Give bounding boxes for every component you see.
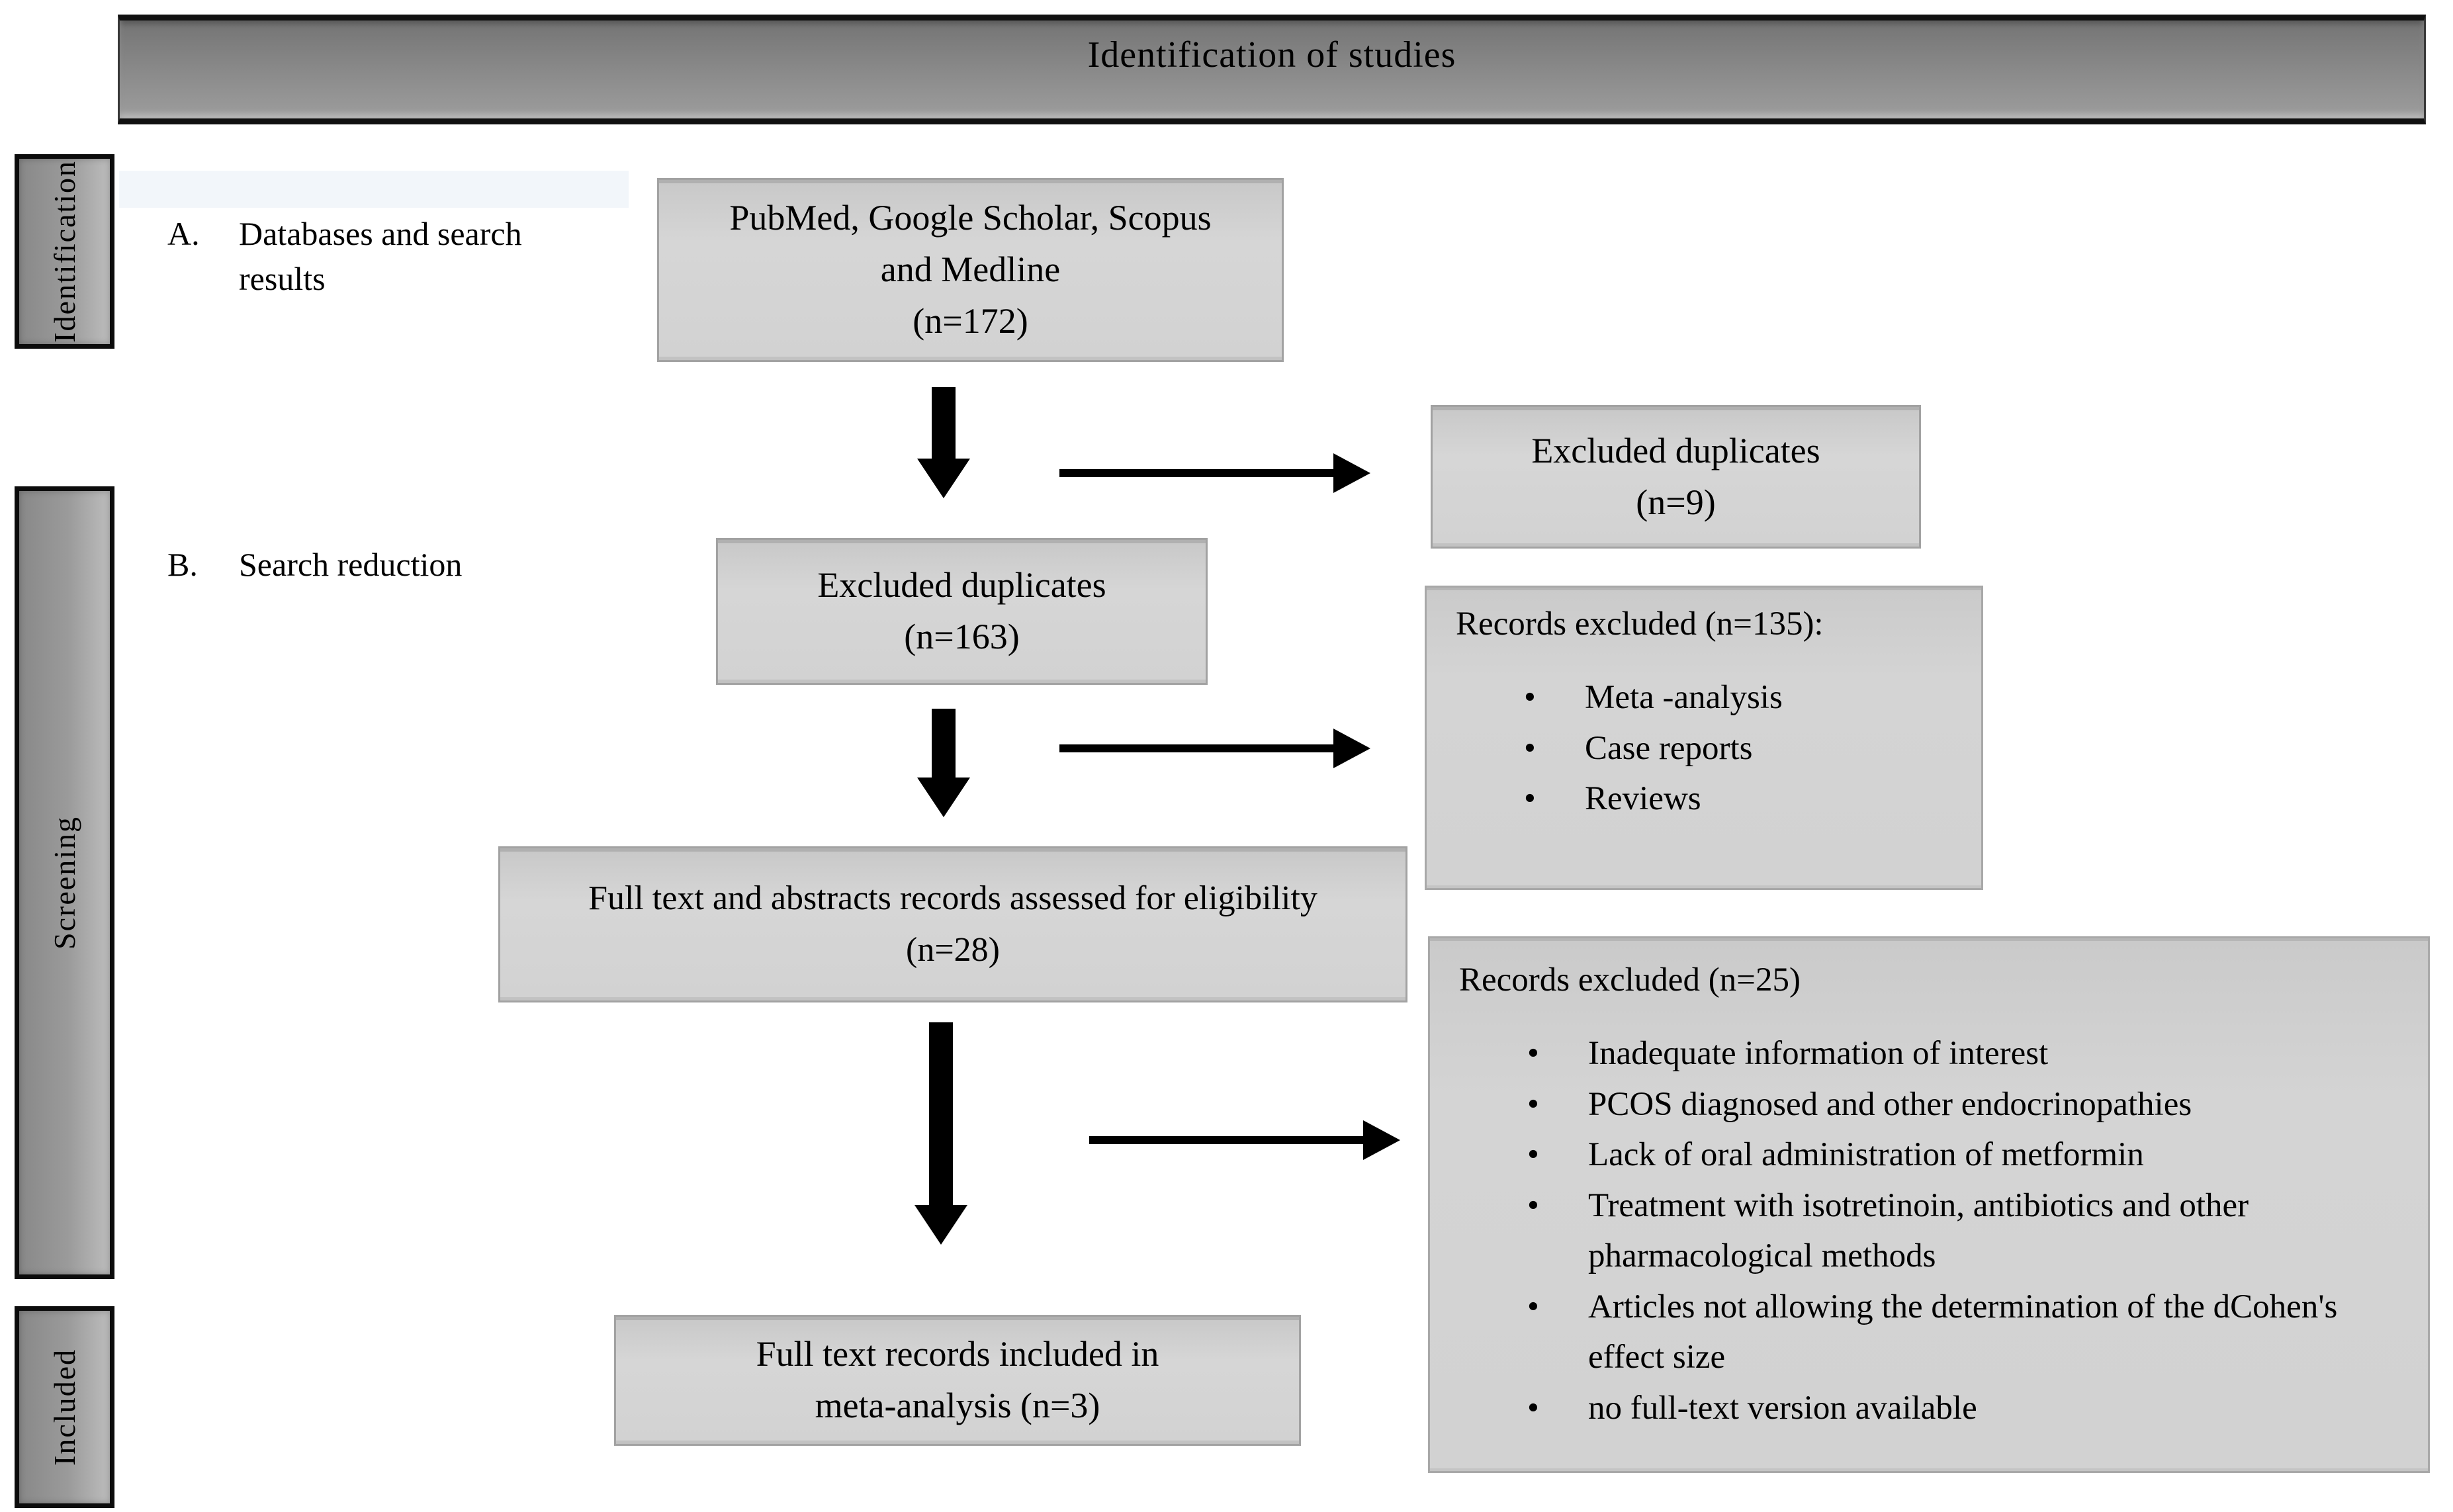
annotation-a-marker: A.: [167, 215, 200, 252]
arrow-shaft: [932, 387, 956, 463]
box-line: Full text records included in: [756, 1334, 1159, 1374]
list-item: no full-text version available: [1459, 1383, 2404, 1434]
records-excluded-25-list: Inadequate information of interest PCOS …: [1459, 1028, 2404, 1433]
list-item: Meta -analysis: [1456, 672, 1957, 723]
highlight-band: [119, 171, 629, 208]
list-item: Reviews: [1456, 774, 1957, 824]
list-item: Lack of oral administration of metformin: [1459, 1130, 2404, 1180]
arrow-head: [1333, 453, 1370, 493]
sidebar-stage-identification: Identification: [15, 154, 114, 349]
records-excluded-135-title: Records excluded (n=135):: [1456, 605, 1824, 643]
box-line: meta-analysis (n=3): [815, 1386, 1100, 1425]
arrow-head: [917, 459, 970, 498]
sidebar-stage-included: Included: [15, 1306, 114, 1508]
records-excluded-25-title: Records excluded (n=25): [1459, 961, 1801, 999]
arrow-right-icon: [1059, 453, 1370, 493]
list-item: Case reports: [1456, 723, 1957, 774]
box-records-excluded-135: Records excluded (n=135): Meta -analysis…: [1425, 586, 1983, 890]
list-item: Inadequate information of interest: [1459, 1028, 2404, 1079]
arrow-shaft: [929, 1022, 953, 1209]
annotation-b-text: Search reduction: [239, 546, 463, 583]
list-item: Articles not allowing the determination …: [1459, 1282, 2404, 1383]
arrow-head: [1333, 729, 1370, 768]
box-assessed-for-eligibility: Full text and abstracts records assessed…: [498, 846, 1407, 1002]
annotation-b: B. Search reduction: [167, 543, 462, 588]
box-excluded-duplicates-9: Excluded duplicates (n=9): [1431, 405, 1921, 549]
arrow-shaft: [1089, 1136, 1367, 1144]
box-line: (n=163): [904, 617, 1020, 656]
box-databases-search-results: PubMed, Google Scholar, Scopus and Medli…: [657, 178, 1284, 362]
annotation-b-marker: B.: [167, 546, 198, 583]
box-line: PubMed, Google Scholar, Scopus: [729, 198, 1212, 238]
arrow-shaft: [1059, 469, 1337, 477]
arrow-head: [1363, 1120, 1400, 1160]
arrow-head: [914, 1205, 967, 1245]
box-line: Excluded duplicates: [1531, 430, 1820, 470]
list-item: Treatment with isotretinoin, antibiotics…: [1459, 1180, 2404, 1282]
stage-label: Included: [48, 1349, 81, 1466]
annotation-a-text: Databases and search results: [239, 215, 522, 297]
annotation-a: A. Databases and search results: [167, 212, 598, 301]
box-line: (n=28): [906, 931, 1000, 969]
records-excluded-135-list: Meta -analysis Case reports Reviews: [1456, 672, 1957, 824]
arrow-down-icon: [914, 1022, 967, 1245]
arrow-right-icon: [1089, 1120, 1400, 1160]
header-banner: Identification of studies: [118, 15, 2426, 124]
box-line: Full text and abstracts records assessed…: [588, 879, 1317, 917]
arrow-right-icon: [1059, 729, 1370, 768]
arrow-shaft: [1059, 744, 1337, 752]
list-item: PCOS diagnosed and other endocrinopathie…: [1459, 1079, 2404, 1130]
box-line: and Medline: [880, 249, 1061, 290]
box-line: Excluded duplicates: [817, 565, 1106, 605]
box-included-meta-analysis: Full text records included in meta-analy…: [614, 1315, 1301, 1446]
arrow-shaft: [932, 709, 956, 781]
box-line: (n=9): [1636, 482, 1716, 522]
stage-label: Screening: [48, 816, 81, 950]
arrow-down-icon: [917, 387, 970, 498]
arrow-head: [917, 778, 970, 817]
box-line: (n=172): [913, 300, 1028, 341]
box-records-excluded-25: Records excluded (n=25) Inadequate infor…: [1428, 936, 2430, 1473]
box-excluded-duplicates-163: Excluded duplicates (n=163): [716, 538, 1208, 685]
header-title: Identification of studies: [1087, 34, 1456, 75]
stage-label: Identification: [48, 160, 81, 343]
arrow-down-icon: [917, 709, 970, 817]
sidebar-stage-screening: Screening: [15, 486, 114, 1279]
